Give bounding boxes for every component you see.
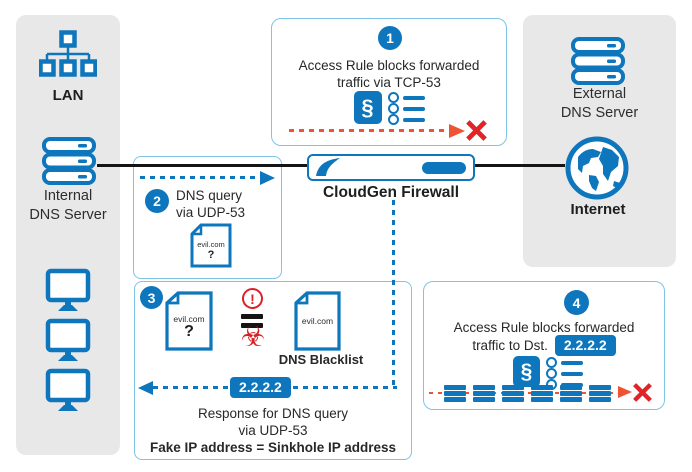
equals-icon	[241, 314, 263, 332]
dns-query-arrow	[140, 176, 260, 179]
sinkhole-response-arrowhead	[138, 380, 153, 395]
biohazard-icon: ☣	[240, 320, 266, 353]
section-sign-icon: §	[513, 356, 540, 387]
step1-box: 1 Access Rule blocks forwarded traffic v…	[271, 18, 507, 146]
step4-text-line1: Access Rule blocks forwarded	[453, 320, 635, 335]
step3-response-text: Response for DNS query via UDP-53 Fake I…	[150, 406, 396, 455]
step2-number-badge: 2	[145, 189, 169, 213]
dns-blacklist-label: DNS Blacklist	[278, 352, 364, 367]
queried-domain-document-icon: evil.com ?	[164, 291, 214, 351]
sinkhole-ip-badge: 2.2.2.2	[230, 377, 291, 398]
firewall-port-block	[422, 161, 466, 174]
dns-query-arrowhead	[260, 171, 275, 185]
step3-box: 3 evil.com ? ! ☣ evil.com DNS Blacklist …	[134, 281, 412, 460]
step4-box: 4 Access Rule blocks forwarded traffic t…	[423, 281, 665, 410]
lan-network-icon	[39, 30, 97, 77]
barracuda-logo-icon	[316, 158, 340, 176]
step2-text: DNS query via UDP-53	[176, 188, 246, 220]
internal-dns-server-label: Internal DNS Server	[29, 188, 107, 223]
workstation-monitor-icon	[45, 368, 91, 411]
firewall-label: CloudGen Firewall	[322, 184, 460, 201]
rule-list-icon	[387, 91, 425, 126]
external-dns-server-icon	[571, 37, 625, 85]
data-packets-icon	[444, 385, 611, 402]
blocked-dst-arrow	[429, 392, 621, 394]
access-rule-icon: §	[513, 356, 583, 390]
blocked-dst-arrowhead	[618, 386, 632, 398]
dst-ip-badge: 2.2.2.2	[554, 335, 616, 356]
step4-text-line2: traffic to Dst.	[472, 338, 548, 353]
cloudgen-firewall-appliance	[307, 154, 475, 181]
workstation-monitor-icon	[45, 318, 91, 361]
workstation-monitor-icon	[45, 268, 91, 311]
blocked-x-icon	[633, 383, 652, 402]
step3-number-badge: 3	[140, 286, 163, 309]
internal-dns-server-icon	[42, 137, 96, 185]
step4-text-line2-row: traffic to Dst. 2.2.2.2	[424, 335, 664, 356]
internet-label: Internet	[570, 201, 626, 218]
firewall-response-path	[392, 200, 395, 386]
step1-number-badge: 1	[378, 26, 402, 50]
blocked-tcp53-arrowhead	[449, 123, 465, 138]
internet-globe-icon	[565, 136, 629, 200]
step4-number-badge: 4	[564, 290, 589, 315]
blocked-x-icon	[466, 120, 487, 141]
lan-label: LAN	[52, 87, 84, 104]
access-rule-icon: §	[272, 91, 506, 126]
external-dns-server-label: External DNS Server	[560, 86, 639, 121]
dns-query-document-icon: evil.com ?	[189, 223, 233, 268]
step1-text: Access Rule blocks forwarded traffic via…	[298, 58, 480, 90]
blacklist-document-icon: evil.com	[293, 291, 342, 351]
warning-exclamation-icon: !	[242, 288, 263, 309]
blocked-tcp53-arrow	[289, 129, 449, 132]
section-sign-icon: §	[353, 91, 382, 124]
